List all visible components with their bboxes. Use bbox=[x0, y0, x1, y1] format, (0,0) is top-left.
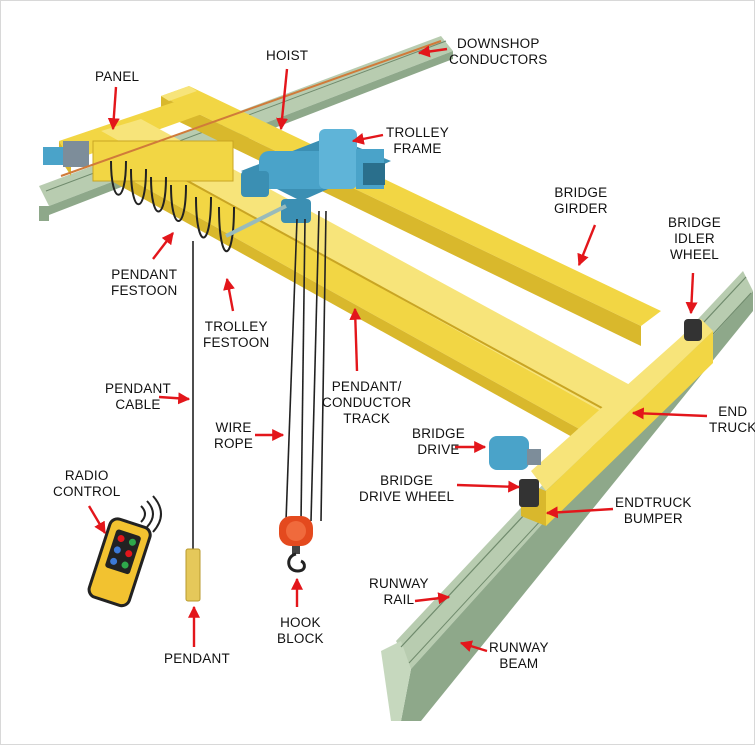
bridge-drive-motor bbox=[489, 436, 541, 470]
label-pendant: PENDANT bbox=[164, 651, 230, 666]
panel-and-festoons bbox=[92, 140, 235, 253]
hook-block-shape bbox=[279, 516, 313, 573]
right-end-truck bbox=[519, 319, 713, 526]
label-panel: PANEL bbox=[95, 69, 140, 84]
radio-control-device bbox=[87, 495, 162, 608]
pendant-cable-line bbox=[185, 241, 201, 602]
arrow-trolley-festoon bbox=[223, 277, 235, 312]
arrow-radio-control bbox=[87, 505, 107, 535]
arrow-conductor-track bbox=[349, 307, 362, 372]
arrow-end-truck bbox=[631, 407, 708, 420]
trolley bbox=[225, 129, 391, 238]
arrow-runway-beam bbox=[459, 640, 488, 653]
arrow-idler-wheel bbox=[685, 272, 698, 315]
arrow-pendant-cable bbox=[158, 392, 191, 405]
arrow-bridge-girder bbox=[577, 224, 597, 267]
arrow-bumper bbox=[545, 506, 614, 519]
arrow-runway-rail bbox=[414, 592, 451, 605]
arrow-drive-wheel bbox=[456, 480, 521, 493]
arrow-hoist bbox=[276, 68, 289, 131]
downshop-conductor-line bbox=[60, 40, 442, 177]
arrow-panel bbox=[107, 86, 120, 131]
wire-ropes bbox=[285, 210, 327, 522]
arrow-pendant-festoon bbox=[152, 232, 174, 260]
pointer-arrows bbox=[87, 45, 708, 653]
arrow-downshop bbox=[417, 45, 448, 58]
arrow-trolley-frame bbox=[351, 132, 384, 145]
front-girder bbox=[97, 119, 641, 453]
label-hoist: HOIST bbox=[266, 48, 309, 63]
